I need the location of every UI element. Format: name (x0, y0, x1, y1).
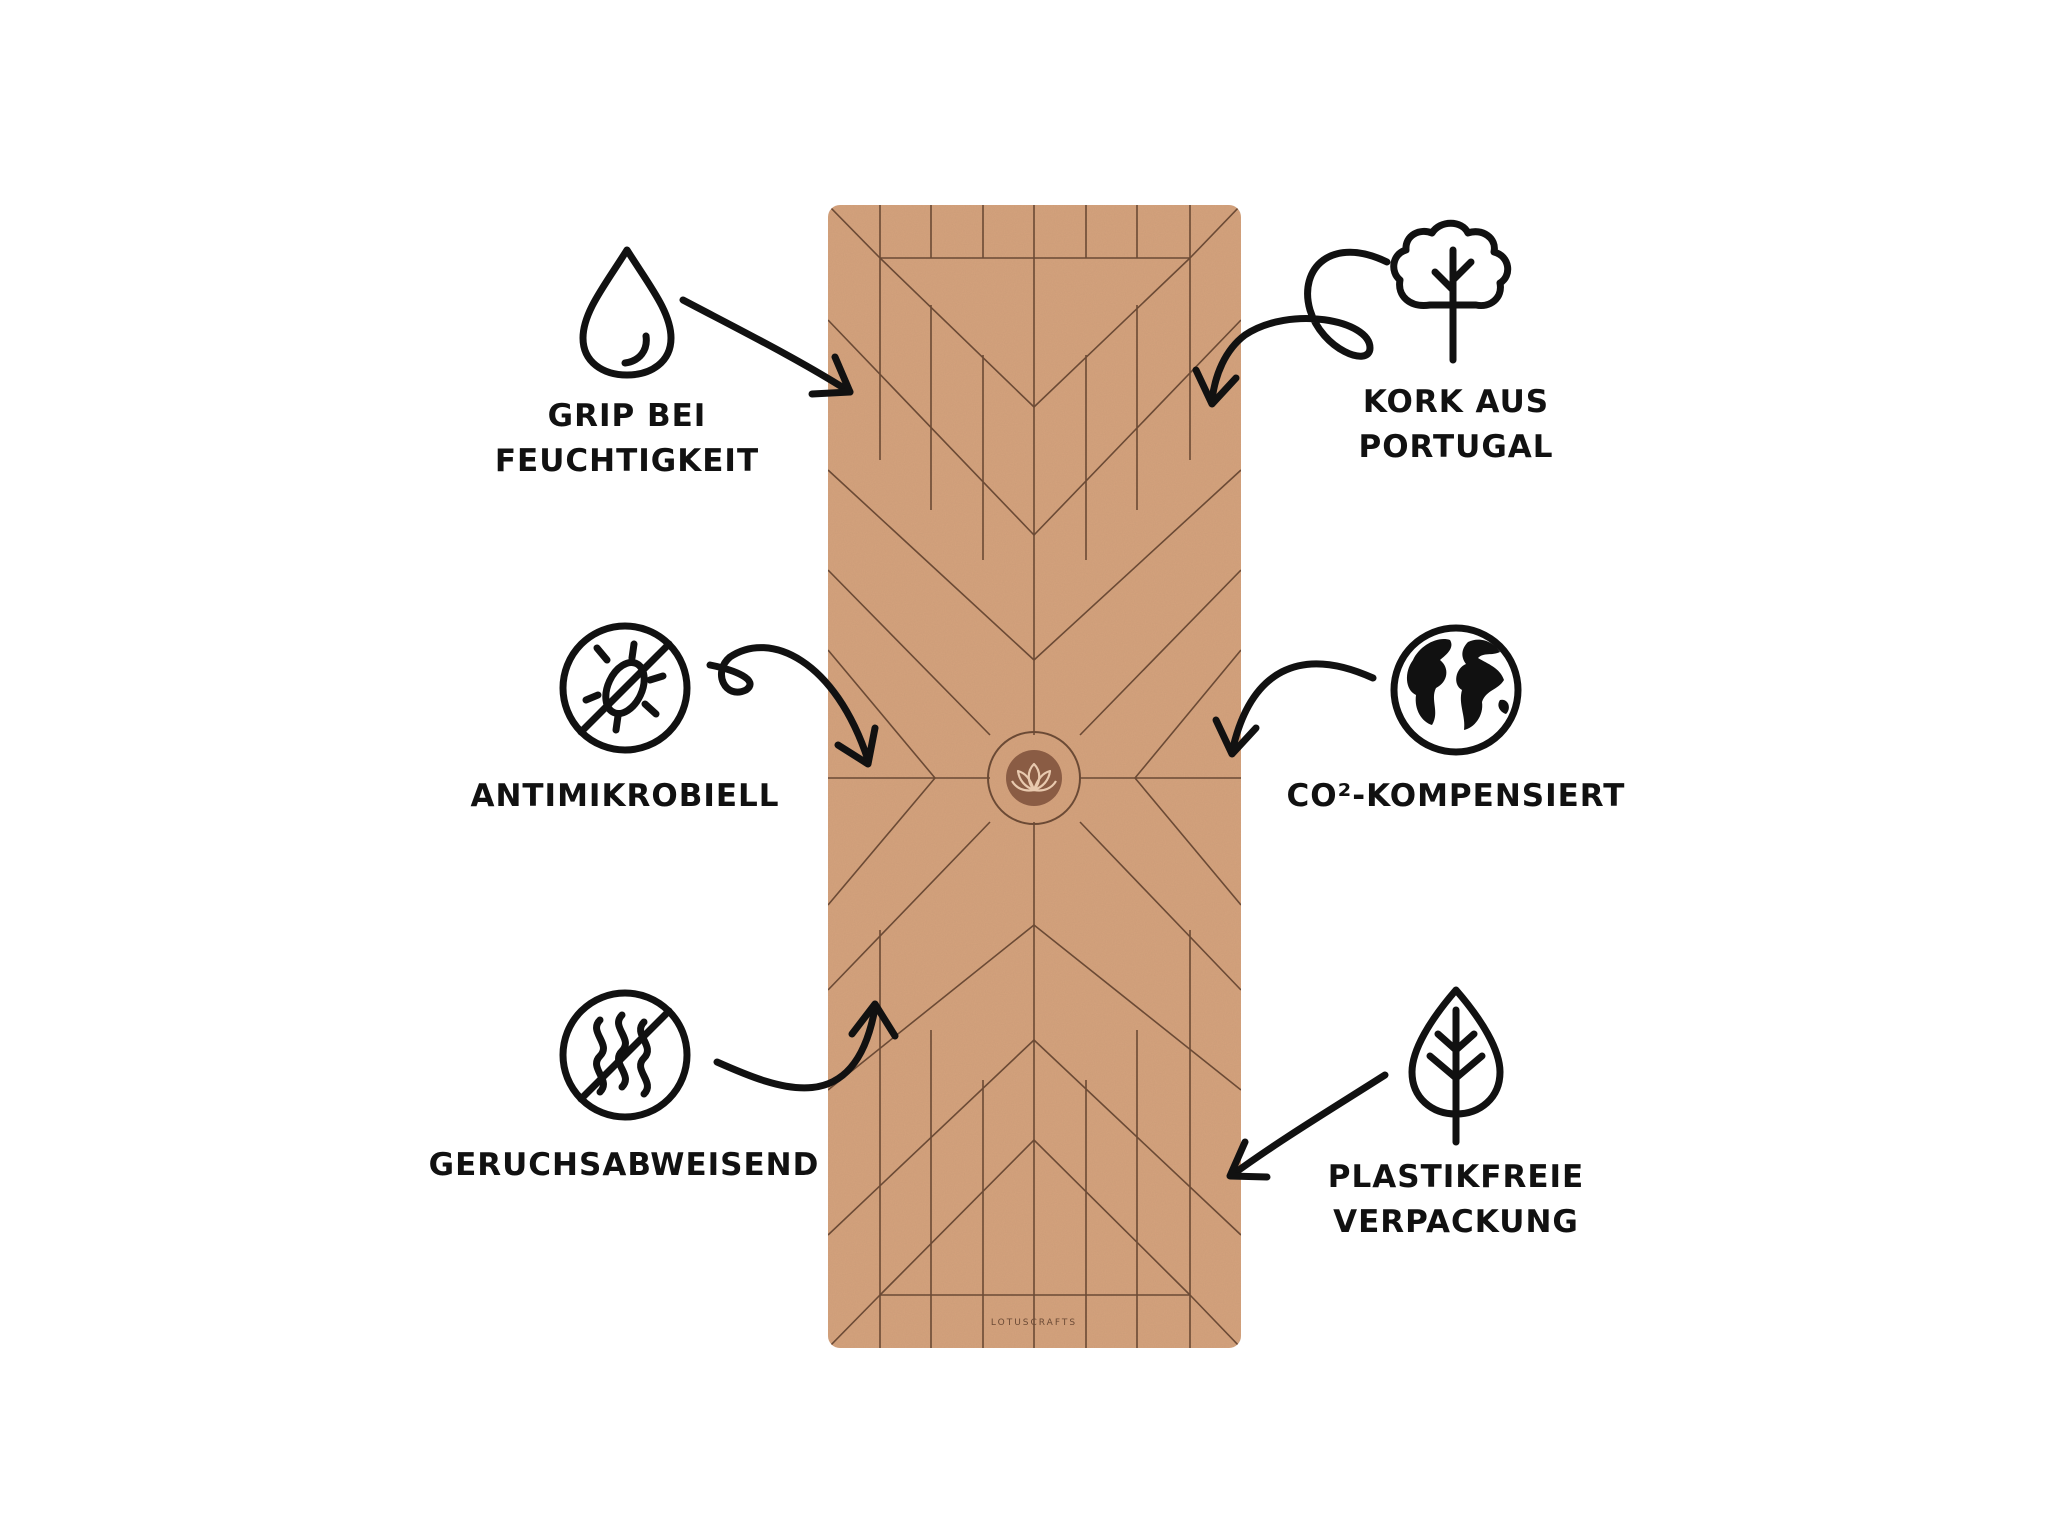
arrow-odor (713, 1000, 899, 1092)
leaf-icon (1408, 986, 1504, 1146)
arrow-antimicrobial (706, 644, 879, 768)
cork-yoga-mat: LOTUSCRAFTS (828, 205, 1241, 1348)
no-bacteria-icon (559, 622, 691, 754)
feature-label-antimicrobial: ANTIMIKROBIELL (405, 774, 845, 819)
tree-icon (1390, 219, 1512, 364)
arrow-co2 (1212, 660, 1377, 758)
plastic-free-line-2: VERPACKUNG (1333, 1204, 1579, 1240)
water-drop-icon (579, 246, 675, 379)
feature-label-grip: GRIP BEI FEUCHTIGKEIT (407, 394, 847, 484)
globe-icon (1390, 624, 1522, 756)
cork-line-1: KORK AUS (1362, 384, 1550, 420)
odor-line-1: GERUCHSABWEISEND (428, 1147, 820, 1183)
feature-label-co2: CO²-KOMPENSIERT (1236, 774, 1676, 819)
feature-label-plastic-free: PLASTIKFREIE VERPACKUNG (1236, 1155, 1676, 1245)
arrow-cork (1192, 248, 1391, 408)
arrow-grip (679, 296, 854, 398)
mat-center-medallion (987, 731, 1081, 825)
grip-line-1: GRIP BEI (547, 398, 707, 434)
grip-line-2: FEUCHTIGKEIT (494, 443, 760, 479)
cork-line-2: PORTUGAL (1358, 429, 1554, 465)
plastic-free-line-1: PLASTIKFREIE (1327, 1159, 1585, 1195)
feature-label-odor: GERUCHSABWEISEND (404, 1143, 844, 1188)
antimicrobial-line-1: ANTIMIKROBIELL (470, 778, 780, 814)
arrow-plastic-free (1226, 1071, 1389, 1181)
co2-line-1: CO²-KOMPENSIERT (1286, 778, 1626, 814)
callout-arrows (679, 248, 1391, 1181)
feature-label-cork: KORK AUS PORTUGAL (1236, 380, 1676, 470)
lotus-icon (1011, 762, 1057, 792)
no-odor-icon (559, 989, 691, 1121)
mat-alignment-lines (828, 205, 1241, 1348)
mat-brand-text: LOTUSCRAFTS (991, 1318, 1077, 1328)
